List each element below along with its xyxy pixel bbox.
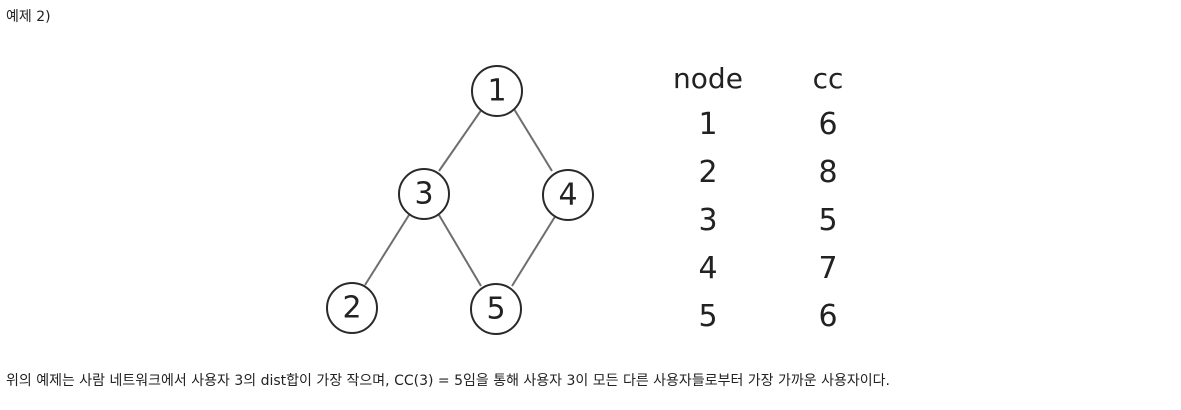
cc-cell: 7 — [818, 250, 838, 286]
graph-node-5: 5 — [470, 283, 522, 335]
node-label: 3 — [414, 177, 433, 212]
node-circle — [542, 169, 594, 221]
node-cell: 5 — [698, 298, 718, 334]
node-label: 5 — [486, 292, 505, 327]
column-gap — [754, 292, 784, 340]
example-heading: 예제 2) — [6, 9, 51, 25]
table-row: 5 6 — [662, 292, 872, 340]
graph-node-1: 1 — [471, 65, 523, 117]
table-row: 1 6 — [662, 100, 872, 148]
edge-3-2 — [364, 214, 410, 286]
edge-4-5 — [511, 214, 557, 287]
node-label: 1 — [487, 74, 506, 109]
table-row: 4 7 — [662, 244, 872, 292]
column-gap — [754, 56, 784, 100]
cc-cell: 5 — [818, 202, 838, 238]
node-circle — [398, 168, 450, 220]
node-label: 4 — [558, 178, 577, 213]
graph-node-4: 4 — [542, 169, 594, 221]
edge-1-4 — [513, 108, 553, 172]
column-header-cc: cc — [812, 61, 844, 95]
graph-node-2: 2 — [326, 282, 378, 334]
column-header-node: node — [673, 61, 743, 95]
graph-node-3: 3 — [398, 168, 450, 220]
node-circle — [470, 283, 522, 335]
cc-cell: 6 — [818, 298, 838, 334]
graph-edges — [364, 108, 557, 287]
node-cell: 1 — [698, 106, 718, 142]
cc-cell: 8 — [818, 154, 838, 190]
node-circle — [326, 282, 378, 334]
node-cell: 4 — [698, 250, 718, 286]
table-header-row: node cc — [662, 56, 872, 100]
node-circle — [471, 65, 523, 117]
edge-1-3 — [438, 108, 483, 172]
column-gap — [754, 148, 784, 196]
node-label: 2 — [342, 291, 361, 326]
table-row: 2 8 — [662, 148, 872, 196]
column-gap — [754, 100, 784, 148]
node-cell: 2 — [698, 154, 718, 190]
column-gap — [754, 196, 784, 244]
cc-cell: 6 — [818, 106, 838, 142]
example-caption: 위의 예제는 사람 네트워크에서 사용자 3의 dist합이 가장 작으며, C… — [6, 373, 890, 389]
edge-3-5 — [438, 214, 482, 287]
column-gap — [754, 244, 784, 292]
closeness-centrality-table: node cc 1 6 2 8 3 5 4 7 5 6 — [662, 56, 872, 340]
node-cell: 3 — [698, 202, 718, 238]
table-row: 3 5 — [662, 196, 872, 244]
